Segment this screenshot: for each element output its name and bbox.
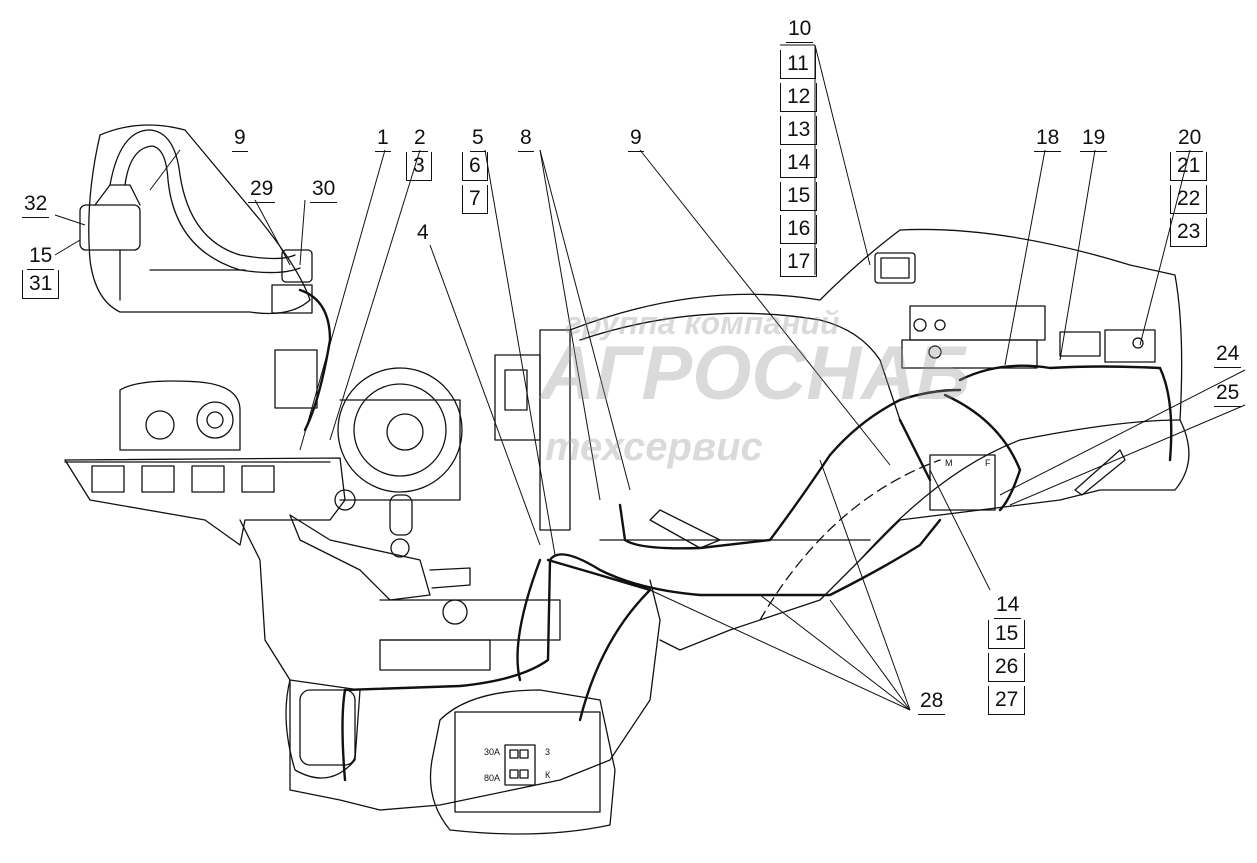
callout-3: 3 <box>406 152 432 181</box>
callout-6: 6 <box>462 152 488 181</box>
watermark-line-3: техсервис <box>545 425 763 469</box>
callout-22: 22 <box>1170 185 1208 214</box>
transmission-housing <box>239 519 661 811</box>
panel-label-m: M <box>945 458 953 468</box>
watermark-line-1: группа компаний <box>565 305 840 341</box>
fuse-box <box>454 711 601 813</box>
callout-11: 11 <box>780 50 816 79</box>
callout-9-left: 9 <box>232 127 248 152</box>
callout-10: 10 <box>786 18 814 43</box>
fuse-inset-outline <box>429 689 616 835</box>
inset-outline <box>88 124 311 315</box>
callout-28: 28 <box>918 690 946 715</box>
callout-32: 32 <box>22 193 50 218</box>
main-harness <box>343 518 942 692</box>
engine-block <box>64 457 346 546</box>
fuse-terminal-3: 3 <box>545 747 551 757</box>
watermark-line-2: АГРОСНАБ <box>540 331 970 416</box>
callout-15: 15 <box>780 182 818 211</box>
callout-8: 8 <box>518 127 534 152</box>
cab-outline <box>569 228 1190 651</box>
callout-19: 19 <box>1080 127 1108 152</box>
fuse-label-30a: 30А <box>484 747 501 757</box>
fuse-terminal-k: К <box>545 770 551 780</box>
callout-20: 20 <box>1176 127 1204 152</box>
callout-15-lower: 15 <box>988 620 1026 649</box>
callout-4: 4 <box>417 221 429 244</box>
callout-27: 27 <box>988 686 1026 715</box>
callout-14-lower: 14 <box>994 594 1022 619</box>
display-unit <box>874 252 916 284</box>
inset-clamp <box>281 249 313 283</box>
lower-instrument-panel <box>901 339 1038 369</box>
control-unit-box <box>929 454 996 511</box>
callout-24: 24 <box>1214 343 1242 368</box>
panel-label-f: F <box>985 458 991 468</box>
callout-13: 13 <box>780 116 818 145</box>
callout-29: 29 <box>248 178 276 203</box>
fuse-label-80a: 80А <box>484 773 501 783</box>
inset-hose <box>109 129 296 260</box>
callout-30: 30 <box>310 178 338 203</box>
callout-17: 17 <box>780 248 818 277</box>
air-intake <box>337 367 463 493</box>
callout-26: 26 <box>988 653 1026 682</box>
callout-9-right: 9 <box>628 127 644 152</box>
callout-16: 16 <box>780 215 818 244</box>
callout-14: 14 <box>780 149 818 178</box>
callout-7: 7 <box>462 185 488 214</box>
callout-31: 31 <box>22 270 60 299</box>
callout-5: 5 <box>470 127 486 152</box>
callout-25: 25 <box>1214 382 1242 407</box>
callout-12: 12 <box>780 83 818 112</box>
callout-23: 23 <box>1170 218 1208 247</box>
inset-filter-housing <box>79 204 141 251</box>
callout-15-left: 15 <box>27 245 55 270</box>
callout-18: 18 <box>1034 127 1062 152</box>
callout-21: 21 <box>1170 152 1208 181</box>
right-switch-panel <box>1104 329 1156 363</box>
callout-2: 2 <box>412 127 428 152</box>
callout-1: 1 <box>375 127 391 152</box>
